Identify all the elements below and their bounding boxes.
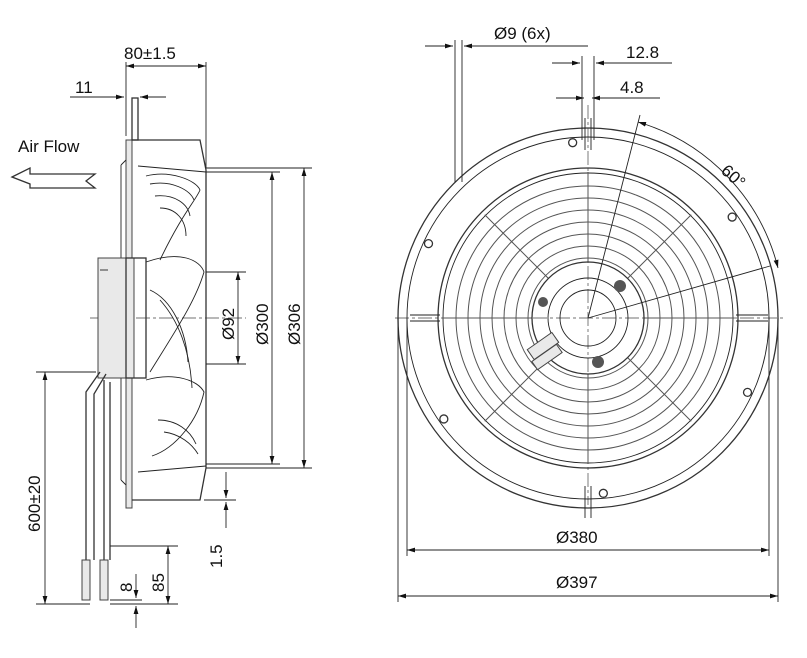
dim-cable-length: 600±20 [25, 475, 44, 532]
hub-inner [559, 289, 617, 347]
dim-lead-end: 85 [149, 573, 168, 592]
blade-profiles [145, 173, 205, 457]
dim-flange: 11 [75, 78, 93, 97]
mounting-hole [742, 387, 753, 398]
motor-body [97, 257, 135, 379]
hub-bolt-2 [592, 356, 604, 368]
cable-leads [81, 371, 111, 601]
nozzle-ring [437, 167, 739, 469]
dim-depth: 80±1.5 [124, 44, 176, 63]
motor-rotor [125, 257, 147, 379]
dim-angle: 60° [717, 161, 749, 192]
mounting-hole [598, 488, 608, 498]
dim-offset: 1.5 [207, 544, 226, 568]
guard-spoke [627, 214, 692, 279]
dim-holes: Ø9 (6x) [494, 24, 551, 43]
flange-tab [131, 97, 139, 141]
dim-outer-dia: Ø306 [285, 303, 304, 345]
side-view: Air Flow 80±1.5 11 Ø92 Ø300 Ø306 600±20 [10, 44, 312, 628]
hub-bolt-1 [614, 280, 626, 292]
dim-slot-outer: 12.8 [626, 43, 659, 62]
dim-hub-dia: Ø92 [219, 308, 238, 340]
hub-outer [531, 261, 645, 375]
guard-spoke [627, 357, 692, 422]
mounting-hole [423, 238, 434, 249]
dim-lead-strip: 8 [117, 583, 136, 592]
front-view: Ø9 (6x) 12.8 4.8 60° Ø380 Ø397 [395, 24, 785, 602]
air-flow-arrow [10, 166, 97, 189]
mounting-hole [568, 138, 578, 148]
dim-inner-dia: Ø300 [253, 303, 272, 345]
hub-bolt-3 [538, 297, 548, 307]
dim-bolt-circle: Ø380 [556, 528, 598, 547]
dim-slot-inner: 4.8 [620, 78, 644, 97]
air-flow-label: Air Flow [18, 137, 80, 156]
mounting-hole [439, 414, 449, 424]
mounting-hole [727, 212, 737, 222]
cable-gland [526, 331, 563, 371]
housing-outline [132, 139, 207, 501]
guard-spoke [484, 214, 549, 279]
dim-outer-dia-front: Ø397 [556, 573, 598, 592]
